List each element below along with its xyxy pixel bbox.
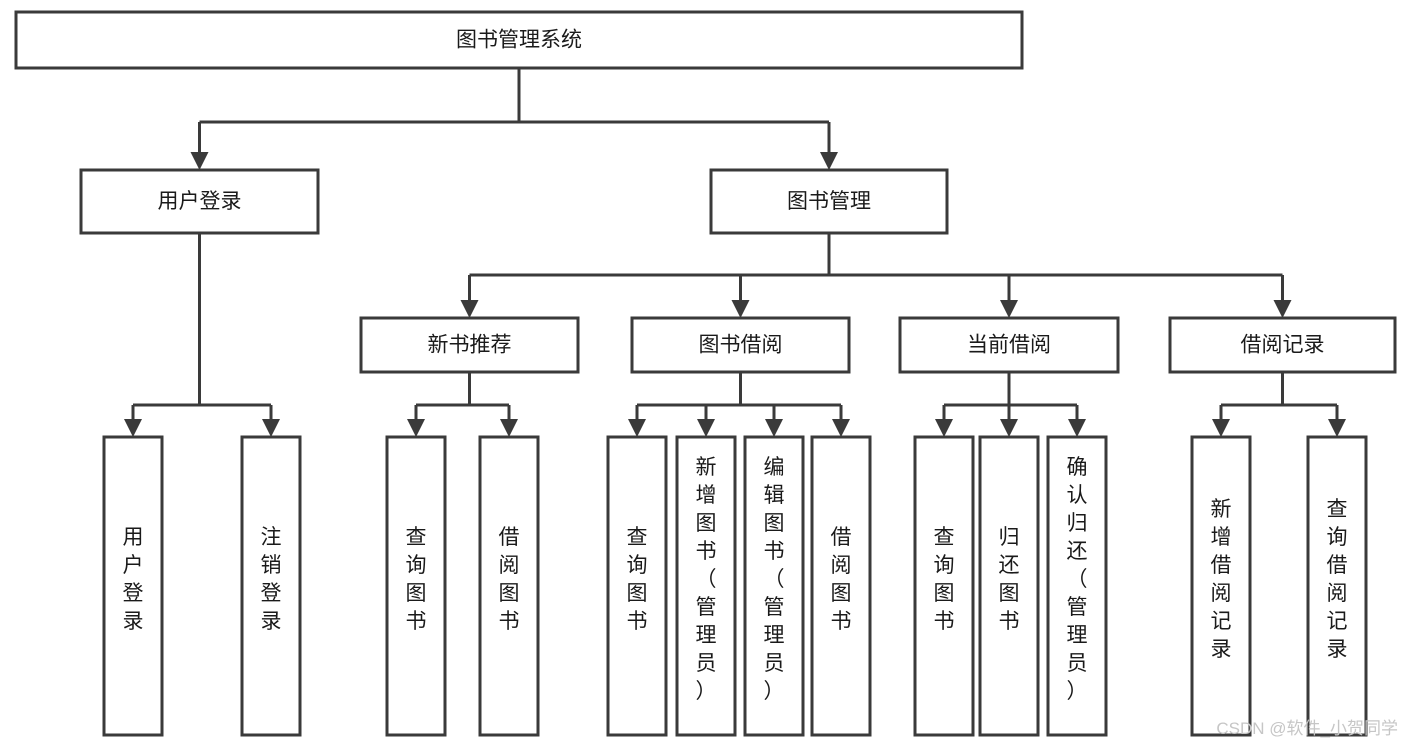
node-leaf-logout-login-box[interactable]: [240, 435, 302, 737]
node-leaf-borrow-book-rec-box[interactable]: [478, 435, 540, 737]
node-system-root: 图书管理系统: [14, 10, 1024, 70]
node-leaf-query-book-cur-label: 查询图书: [934, 526, 955, 633]
node-book-manage-box[interactable]: [709, 168, 949, 235]
csdn-watermark: CSDN @软件_小贺同学: [1216, 719, 1398, 738]
node-leaf-add-book[interactable]: 新增图书（管理员）: [675, 435, 737, 737]
book-borrow-branch-0-arrowhead: [628, 419, 646, 437]
node-leaf-logout-login[interactable]: 注销登录: [240, 435, 302, 737]
node-book-manage[interactable]: 图书管理: [709, 168, 949, 235]
node-leaf-borrow-book-brw-box[interactable]: [810, 435, 872, 737]
node-book-borrow-label: 图书借阅: [699, 334, 783, 357]
node-leaf-user-login-box[interactable]: [102, 435, 164, 737]
current-borrow-branch-1-arrowhead: [1000, 419, 1018, 437]
user-login-branch-0-arrowhead: [124, 419, 142, 437]
node-leaf-confirm-return-label: 确认归还（管理员）: [1067, 456, 1088, 703]
connector-layer: [124, 68, 1346, 437]
book-borrow-branch-3-arrowhead: [832, 419, 850, 437]
node-leaf-return-book[interactable]: 归还图书: [978, 435, 1040, 737]
node-leaf-edit-book-label: 编辑图书（管理员）: [764, 456, 785, 703]
node-user-login-label: 用户登录: [158, 190, 242, 213]
node-layer: 图书管理系统用户登录图书管理新书推荐图书借阅当前借阅借阅记录用户登录注销登录查询…: [14, 10, 1397, 737]
borrow-record-branch-1-arrowhead: [1328, 419, 1346, 437]
node-book-manage-label: 图书管理: [787, 190, 871, 213]
node-book-borrow[interactable]: 图书借阅: [630, 316, 851, 374]
node-leaf-query-book-brw-box[interactable]: [606, 435, 668, 737]
node-leaf-query-book-cur-box[interactable]: [913, 435, 975, 737]
node-leaf-query-book-rec[interactable]: 查询图书: [385, 435, 447, 737]
node-leaf-query-borrow-rec-box[interactable]: [1306, 435, 1368, 737]
new-book-rec-branch-0-arrowhead: [407, 419, 425, 437]
node-leaf-edit-book-box[interactable]: [743, 435, 805, 737]
node-leaf-edit-book[interactable]: 编辑图书（管理员）: [743, 435, 805, 737]
user-login-branch-1-arrowhead: [262, 419, 280, 437]
node-borrow-record-box[interactable]: [1168, 316, 1397, 374]
node-leaf-add-borrow-rec[interactable]: 新增借阅记录: [1190, 435, 1252, 737]
current-borrow-branch-0-arrowhead: [935, 419, 953, 437]
node-current-borrow[interactable]: 当前借阅: [898, 316, 1120, 374]
node-leaf-query-book-rec-label: 查询图书: [406, 526, 427, 633]
node-leaf-query-borrow-rec-label: 查询借阅记录: [1327, 498, 1348, 661]
node-leaf-borrow-book-brw[interactable]: 借阅图书: [810, 435, 872, 737]
root-branch-0-arrowhead: [190, 152, 209, 170]
book-borrow-branch-2-arrowhead: [765, 419, 783, 437]
node-system-root-label: 图书管理系统: [456, 29, 582, 52]
node-leaf-add-borrow-rec-label: 新增借阅记录: [1211, 498, 1232, 661]
node-leaf-borrow-book-brw-label: 借阅图书: [831, 526, 852, 633]
node-book-borrow-box[interactable]: [630, 316, 851, 374]
node-current-borrow-box[interactable]: [898, 316, 1120, 374]
node-leaf-borrow-book-rec-label: 借阅图书: [499, 526, 520, 633]
book-manage-branch-0-arrowhead: [460, 300, 479, 318]
node-leaf-add-book-label: 新增图书（管理员）: [696, 456, 717, 703]
node-leaf-query-book-brw[interactable]: 查询图书: [606, 435, 668, 737]
root-branch-1-arrowhead: [820, 152, 838, 170]
node-leaf-query-book-brw-label: 查询图书: [627, 526, 648, 633]
node-leaf-confirm-return-box[interactable]: [1046, 435, 1108, 737]
node-borrow-record[interactable]: 借阅记录: [1168, 316, 1397, 374]
book-manage-branch-1-arrowhead: [731, 300, 750, 318]
node-user-login-box[interactable]: [79, 168, 320, 235]
borrow-record-branch-0-arrowhead: [1212, 419, 1230, 437]
node-leaf-return-book-box[interactable]: [978, 435, 1040, 737]
node-leaf-return-book-label: 归还图书: [999, 526, 1020, 633]
node-leaf-add-book-box[interactable]: [675, 435, 737, 737]
book-manage-branch-2-arrowhead: [1000, 300, 1018, 318]
node-new-book-recommend-label: 新书推荐: [428, 334, 512, 357]
node-leaf-query-book-cur[interactable]: 查询图书: [913, 435, 975, 737]
node-leaf-logout-login-label: 注销登录: [261, 526, 282, 633]
node-leaf-user-login-label: 用户登录: [123, 526, 144, 633]
node-user-login[interactable]: 用户登录: [79, 168, 320, 235]
node-leaf-query-book-rec-box[interactable]: [385, 435, 447, 737]
node-leaf-confirm-return[interactable]: 确认归还（管理员）: [1046, 435, 1108, 737]
book-manage-branch-3-arrowhead: [1273, 300, 1292, 318]
node-borrow-record-label: 借阅记录: [1241, 334, 1325, 357]
node-leaf-borrow-book-rec[interactable]: 借阅图书: [478, 435, 540, 737]
node-new-book-recommend-box[interactable]: [359, 316, 580, 374]
node-leaf-query-borrow-rec[interactable]: 查询借阅记录: [1306, 435, 1368, 737]
node-system-root-box: [14, 10, 1024, 70]
node-leaf-user-login[interactable]: 用户登录: [102, 435, 164, 737]
book-borrow-branch-1-arrowhead: [697, 419, 715, 437]
node-leaf-add-borrow-rec-box[interactable]: [1190, 435, 1252, 737]
new-book-rec-branch-1-arrowhead: [500, 419, 518, 437]
node-current-borrow-label: 当前借阅: [967, 334, 1051, 357]
current-borrow-branch-2-arrowhead: [1068, 419, 1086, 437]
node-new-book-recommend[interactable]: 新书推荐: [359, 316, 580, 374]
